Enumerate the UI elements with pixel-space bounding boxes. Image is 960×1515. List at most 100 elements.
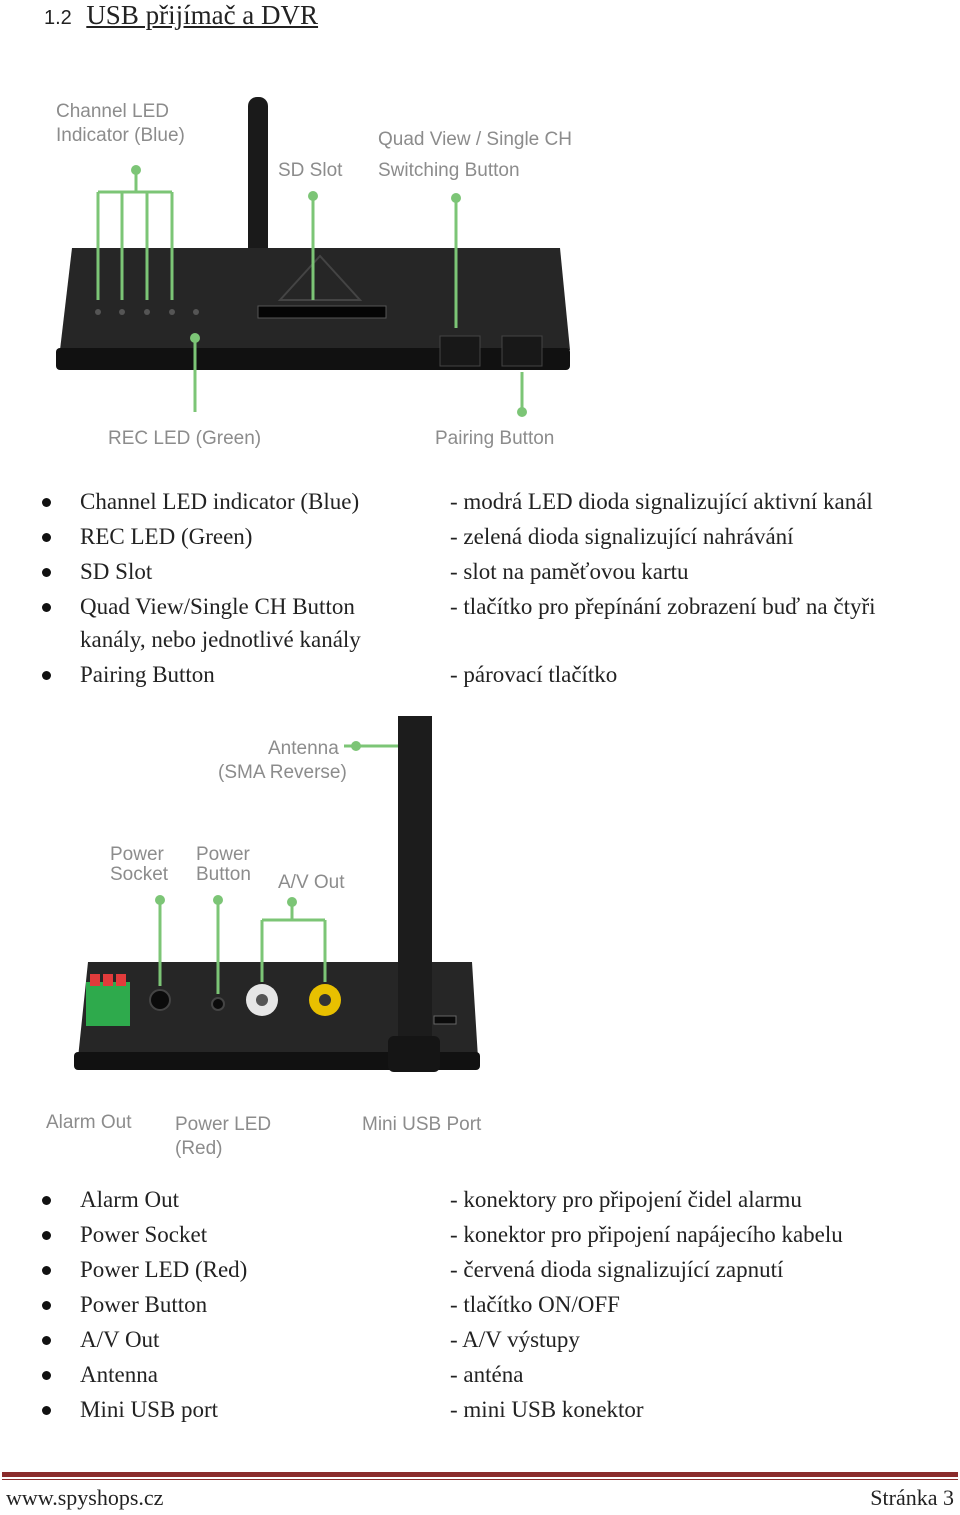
receiver-base (56, 348, 570, 370)
label-power-led-2: (Red) (175, 1138, 223, 1159)
label-mini-usb: Mini USB Port (362, 1114, 482, 1135)
bullet (42, 1301, 51, 1310)
part-name: A/V Out (80, 1322, 159, 1357)
part-description: - anténa (450, 1357, 523, 1392)
part-description: - párovací tlačítko (450, 657, 617, 692)
bullet (42, 568, 51, 577)
bullet (42, 1266, 51, 1275)
footer-page-number: Stránka 3 (870, 1485, 954, 1511)
channel-led-callout-dot (131, 165, 141, 175)
power-socket (150, 990, 170, 1010)
power-button (212, 998, 224, 1010)
mini-usb-port (434, 1016, 456, 1024)
pairing-callout-dot (517, 407, 527, 417)
label-quad-view-2: Switching Button (378, 160, 520, 181)
bullet (42, 1196, 51, 1205)
list-item: Power Socket - konektor pro připojení na… (0, 1217, 960, 1252)
list-item: SD Slot - slot na paměťovou kartu (0, 554, 960, 589)
footer-rule (2, 1472, 958, 1477)
label-power-socket-1: Power (110, 844, 165, 865)
bullet (42, 1231, 51, 1240)
channel-led-2 (119, 309, 125, 315)
part-name: SD Slot (80, 554, 152, 589)
part-name: Alarm Out (80, 1182, 179, 1217)
dvr-rear-figure: Antenna (SMA Reverse) Power Socket Power… (0, 710, 960, 1170)
dvr-parts-list: Alarm Out - konektory pro připojení čide… (0, 1182, 960, 1427)
list-item: REC LED (Green) - zelená dioda signalizu… (0, 519, 960, 554)
part-name: Antenna (80, 1357, 158, 1392)
part-name: Power LED (Red) (80, 1252, 247, 1287)
label-antenna-1: Antenna (268, 738, 339, 759)
list-item: Channel LED indicator (Blue) - modrá LED… (0, 484, 960, 519)
part-description: - červená dioda signalizující zapnutí (450, 1252, 783, 1287)
part-description-continued: kanály, nebo jednotlivé kanály (80, 622, 361, 657)
receiver-front-illustration: Channel LED Indicator (Blue) SD Slot Qua… (0, 60, 960, 460)
sd-slot-callout-dot (308, 191, 318, 201)
power-button-callout-dot (213, 895, 223, 905)
rca-yellow-center (319, 994, 331, 1006)
part-name: Power Socket (80, 1217, 207, 1252)
list-item: Alarm Out - konektory pro připojení čide… (0, 1182, 960, 1217)
label-channel-led-1: Channel LED (56, 101, 169, 122)
footer-website: www.spyshops.cz (6, 1485, 163, 1511)
part-name: Channel LED indicator (Blue) (80, 484, 359, 519)
bullet (42, 1406, 51, 1415)
bullet (42, 498, 51, 507)
label-alarm-out: Alarm Out (46, 1112, 132, 1133)
part-name: Mini USB port (80, 1392, 218, 1427)
label-sd-slot: SD Slot (278, 160, 343, 181)
part-description: - mini USB konektor (450, 1392, 644, 1427)
part-description: - zelená dioda signalizující nahrávání (450, 519, 794, 554)
part-description: - A/V výstupy (450, 1322, 580, 1357)
list-item: A/V Out - A/V výstupy (0, 1322, 960, 1357)
alarm-pin-1 (90, 974, 100, 986)
label-rec-led: REC LED (Green) (108, 428, 261, 449)
label-antenna-2: (SMA Reverse) (218, 762, 347, 783)
rca-white-center (256, 994, 268, 1006)
list-item: Pairing Button - párovací tlačítko (0, 657, 960, 692)
list-item: Power Button - tlačítko ON/OFF (0, 1287, 960, 1322)
sd-slot (258, 306, 386, 318)
section-title: USB přijímač a DVR (86, 0, 318, 30)
antenna-callout-dot (351, 741, 361, 751)
part-description: - tlačítko ON/OFF (450, 1287, 620, 1322)
pairing-button (502, 336, 542, 366)
bullet (42, 603, 51, 612)
part-description: - slot na paměťovou kartu (450, 554, 689, 589)
list-item: Mini USB port - mini USB konektor (0, 1392, 960, 1427)
label-quad-view-1: Quad View / Single CH (378, 129, 572, 150)
list-item: Quad View/Single CH Button - tlačítko pr… (0, 589, 960, 657)
part-name: Power Button (80, 1287, 207, 1322)
part-name: REC LED (Green) (80, 519, 252, 554)
receiver-parts-list: Channel LED indicator (Blue) - modrá LED… (0, 484, 960, 692)
part-description: - tlačítko pro přepínání zobrazení buď n… (450, 589, 876, 624)
rec-led (193, 309, 199, 315)
part-name: Pairing Button (80, 657, 215, 692)
section-heading: 1.2 USB přijímač a DVR (44, 0, 318, 31)
list-item: Power LED (Red) - červená dioda signaliz… (0, 1252, 960, 1287)
section-number: 1.2 (44, 7, 72, 29)
bullet (42, 1336, 51, 1345)
quad-view-button (440, 336, 480, 366)
channel-led-3 (144, 309, 150, 315)
footer-rule-thin (2, 1479, 958, 1480)
list-item: Antenna - anténa (0, 1357, 960, 1392)
av-out-callout-dot (287, 897, 297, 907)
label-power-led-1: Power LED (175, 1114, 271, 1135)
label-pairing: Pairing Button (435, 428, 554, 449)
quad-view-callout-dot (451, 193, 461, 203)
bullet (42, 1371, 51, 1380)
label-power-button-2: Button (196, 864, 251, 885)
channel-led-4 (169, 309, 175, 315)
receiver-front-figure: Channel LED Indicator (Blue) SD Slot Qua… (0, 60, 960, 460)
alarm-terminal (86, 982, 130, 1026)
part-description: - konektory pro připojení čidel alarmu (450, 1182, 802, 1217)
part-name: Quad View/Single CH Button (80, 589, 355, 624)
label-power-button-1: Power (196, 844, 251, 865)
channel-led-1 (95, 309, 101, 315)
dvr-rear-illustration: Antenna (SMA Reverse) Power Socket Power… (0, 710, 960, 1170)
bullet (42, 533, 51, 542)
bullet (42, 671, 51, 680)
receiver-antenna (248, 97, 268, 257)
dvr-antenna (398, 716, 432, 1070)
